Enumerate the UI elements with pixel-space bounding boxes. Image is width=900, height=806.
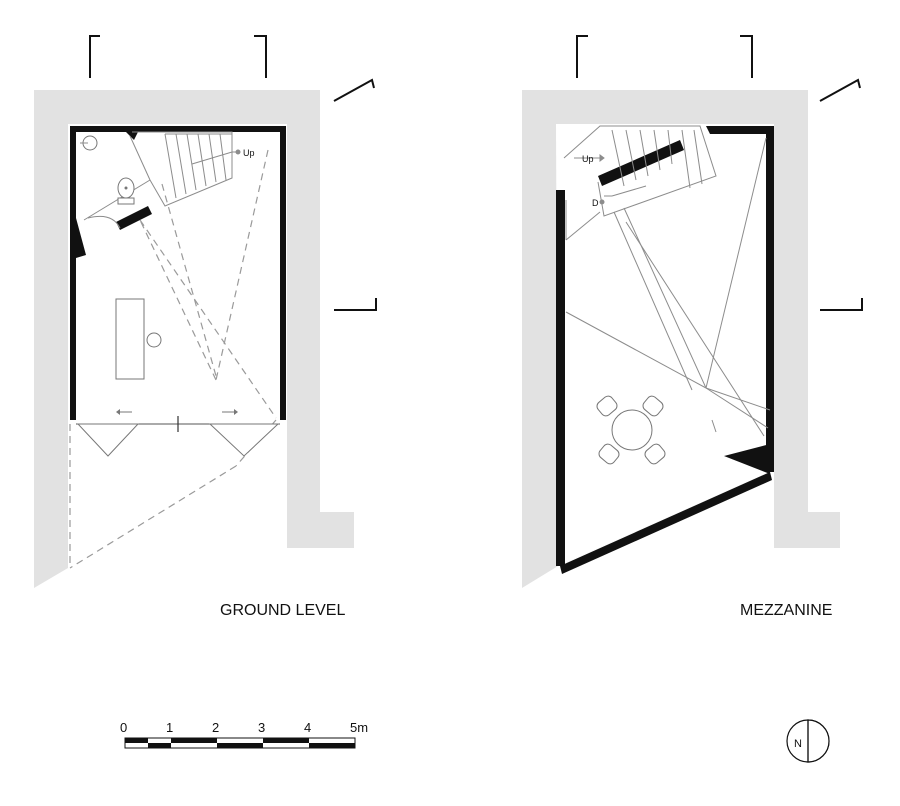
ground-stair [83, 131, 241, 221]
scale-tick-3: 3 [258, 720, 265, 735]
north-arrow-half-icon [807, 719, 830, 763]
mezzanine-title: MEZZANINE [740, 602, 832, 619]
scale-tick-2: 2 [212, 720, 219, 735]
mezzanine-stair-up-label: Up [582, 154, 594, 164]
mezzanine-section-markers [576, 35, 863, 311]
ground-walls [70, 126, 286, 420]
ground-overhead-lines [69, 149, 277, 569]
mezzanine-walls [556, 126, 774, 574]
north-label: N [794, 738, 802, 750]
scale-tick-5m: 5m [350, 720, 368, 735]
scale-tick-4: 4 [304, 720, 311, 735]
ground-stair-up-label: Up [243, 148, 255, 158]
mezzanine-stair [563, 125, 771, 437]
ground-wc [80, 135, 135, 229]
scale-tick-0: 0 [120, 720, 127, 735]
ground-level-title: GROUND LEVEL [220, 602, 345, 619]
mezzanine-dining-set [596, 395, 666, 465]
ground-counter [115, 298, 145, 380]
scale-tick-1: 1 [166, 720, 173, 735]
mezzanine-stair-down-label: D [592, 198, 599, 208]
mezzanine-interior [556, 124, 774, 566]
ground-stool [146, 332, 162, 348]
ground-room-interior [68, 124, 287, 420]
ground-entrance-doors [76, 409, 280, 457]
mezzanine-plan: Up D MEZZANINE [522, 35, 863, 619]
ground-section-markers [89, 35, 377, 311]
north-arrow: N [786, 719, 830, 763]
ground-level-plan: Up [34, 35, 377, 619]
dining-table [611, 409, 653, 451]
scale-bar: 0 1 2 3 4 5m [120, 720, 368, 749]
